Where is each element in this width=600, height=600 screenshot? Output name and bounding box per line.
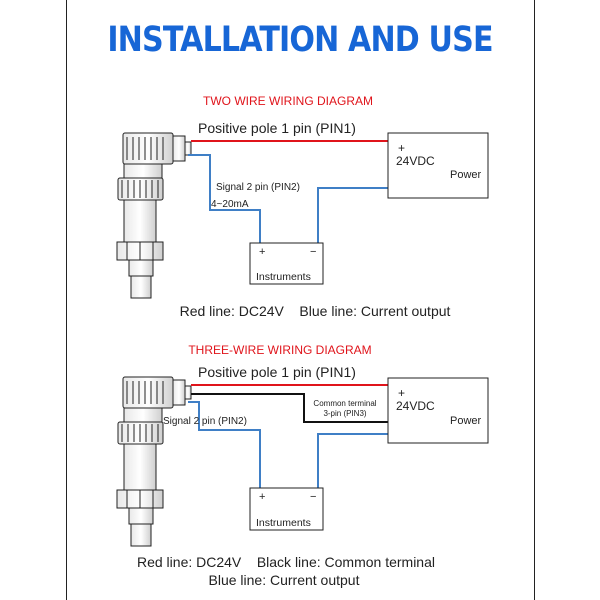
two-wire-instruments-box: + − Instruments <box>249 242 324 285</box>
instruments-label: Instruments <box>256 517 311 529</box>
three-wire-blue-signal-line <box>188 401 261 488</box>
power-plus-sign: + <box>398 141 405 155</box>
left-border <box>66 0 67 600</box>
page-title: INSTALLATION AND USE <box>107 20 493 60</box>
three-wire-signal-label: Signal 2 pin (PIN2) <box>163 416 247 427</box>
power-label: Power <box>450 169 482 181</box>
three-wire-instruments-box: + − Instruments <box>249 487 324 531</box>
two-wire-positive-label: Positive pole 1 pin (PIN1) <box>198 120 356 136</box>
two-wire-heading: TWO WIRE WIRING DIAGRAM <box>203 94 373 108</box>
three-wire-power-box: + 24VDC Power <box>387 377 489 444</box>
three-wire-common-label-2: 3-pin (PIN3) <box>323 409 366 418</box>
two-wire-signal-label: Signal 2 pin (PIN2) <box>216 182 300 193</box>
two-wire-diagram: TWO WIRE WIRING DIAGRAM <box>116 94 489 319</box>
instruments-label: Instruments <box>256 271 311 283</box>
instruments-plus-sign: + <box>259 491 265 503</box>
instruments-minus-sign: − <box>310 246 316 258</box>
three-wire-black-common-line <box>191 393 388 423</box>
two-wire-sensor <box>116 132 192 299</box>
three-wire-blue-return-line <box>317 433 388 488</box>
three-wire-sensor <box>116 376 192 547</box>
three-wire-legend-line-2: Blue line: Current output <box>209 572 360 588</box>
three-wire-diagram: THREE-WIRE WIRING DIAGRAM <box>116 343 489 588</box>
two-wire-current-label: 4~20mA <box>211 199 249 210</box>
two-wire-blue-signal-line <box>188 154 261 243</box>
power-voltage: 24VDC <box>396 154 435 168</box>
two-wire-legend: Red line: DC24V Blue line: Current outpu… <box>180 303 451 319</box>
three-wire-positive-label: Positive pole 1 pin (PIN1) <box>198 364 356 380</box>
power-voltage: 24VDC <box>396 399 435 413</box>
instruments-plus-sign: + <box>259 246 265 258</box>
three-wire-legend-line-1: Red line: DC24V Black line: Common termi… <box>137 554 435 570</box>
instruments-minus-sign: − <box>310 491 316 503</box>
power-label: Power <box>450 415 482 427</box>
two-wire-blue-return-line <box>317 187 388 243</box>
right-border <box>534 0 535 600</box>
three-wire-common-label-1: Common terminal <box>313 399 376 408</box>
three-wire-heading: THREE-WIRE WIRING DIAGRAM <box>188 343 371 357</box>
power-plus-sign: + <box>398 386 405 400</box>
two-wire-power-box: + 24VDC Power <box>387 132 489 199</box>
